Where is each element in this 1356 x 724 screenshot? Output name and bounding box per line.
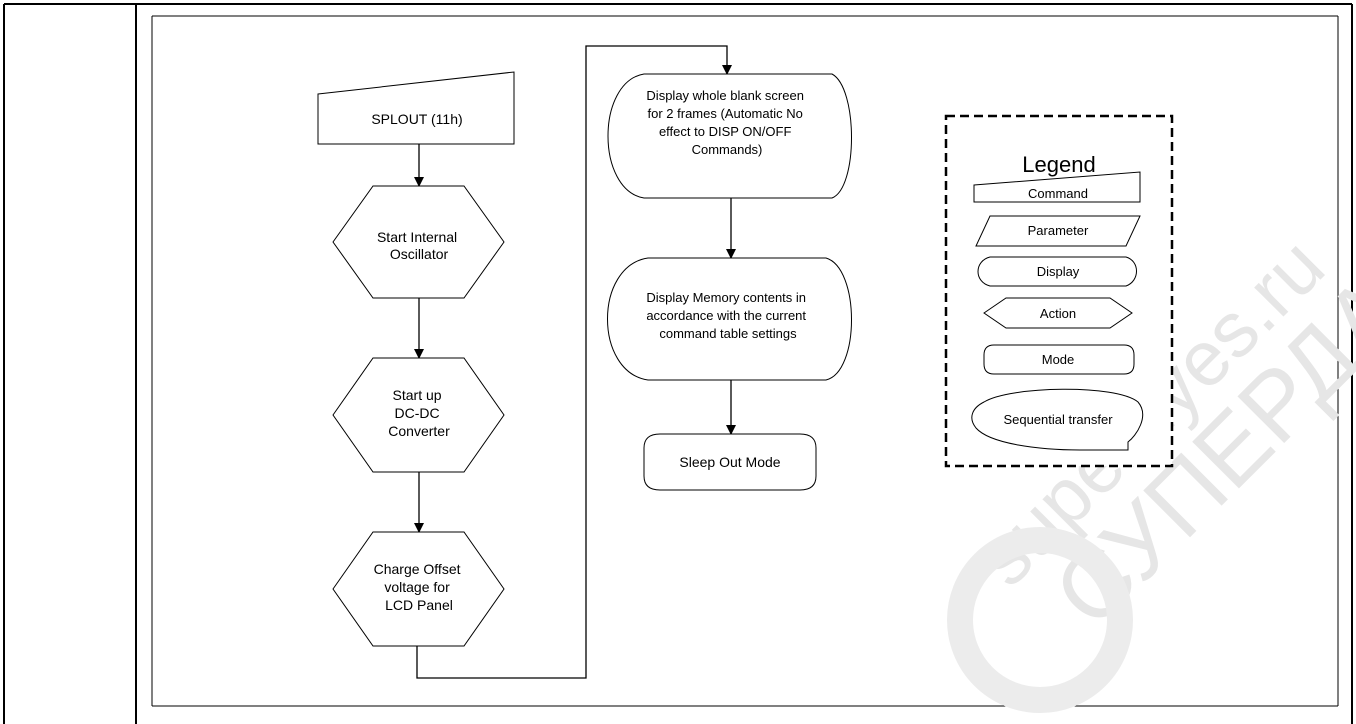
- action-charge-offset: Charge Offset voltage for LCD Panel: [332, 531, 505, 647]
- gear-watermark-icon: [947, 527, 1133, 713]
- legend-display-shape: [977, 256, 1137, 287]
- legend-mode-label: Mode: [1042, 352, 1075, 367]
- legend-title: Legend: [1022, 152, 1095, 177]
- action-charge-line-3: LCD Panel: [385, 597, 453, 613]
- action-start-dcdc: Start up DC-DC Converter: [332, 357, 505, 473]
- display-memory-line-1: Display Memory contents in: [646, 290, 806, 305]
- svg-text:Start Internal Oscillato: Start Internal Oscillator: [377, 229, 461, 262]
- legend-command-shape: [973, 171, 1141, 203]
- display-blank-line-3: effect to DISP ON/OFF: [659, 124, 792, 139]
- action-oscillator-line-2: Oscillator: [390, 246, 449, 262]
- action-dcdc-line-3: Converter: [388, 423, 450, 439]
- legend-mode-shape: [983, 344, 1135, 375]
- svg-text:Start up DC-DC Con: Start up DC-DC Converter: [388, 387, 450, 439]
- command-splout-label: SPLOUT (11h): [371, 111, 462, 127]
- action-oscillator-line-1: Start Internal: [377, 229, 457, 245]
- display-blank-line-1: Display whole blank screen: [646, 88, 804, 103]
- action-dcdc-line-2: DC-DC: [395, 405, 440, 421]
- action-start-oscillator: Start Internal Oscillator: [332, 185, 505, 299]
- legend-action-shape: [983, 297, 1133, 329]
- display-memory-line-3: command table settings: [659, 326, 797, 341]
- legend-sequential-shape: [971, 388, 1144, 451]
- action-charge-line-1: Charge Offset: [374, 561, 461, 577]
- legend-command-label: Command: [1028, 186, 1088, 201]
- svg-text:Display Memory contents in: Display Memory contents in accordance wi…: [646, 290, 809, 341]
- legend-sequential-label: Sequential transfer: [1003, 412, 1113, 427]
- mode-sleep-out-label: Sleep Out Mode: [679, 454, 780, 470]
- display-memory-contents: Display Memory contents in accordance wi…: [607, 257, 852, 381]
- legend-display-label: Display: [1037, 264, 1080, 279]
- mode-sleep-out: Sleep Out Mode: [643, 433, 817, 491]
- display-blank-line-4: Commands): [692, 142, 763, 157]
- display-blank-line-2: for 2 frames (Automatic No: [648, 106, 803, 121]
- legend-parameter-label: Parameter: [1028, 223, 1089, 238]
- svg-text:Charge Offset voltage fo: Charge Offset voltage for LCD Panel: [374, 561, 465, 613]
- svg-text:Display whole blank screen: Display whole blank screen for 2 frames …: [646, 88, 807, 157]
- action-dcdc-line-1: Start up: [393, 387, 442, 403]
- action-charge-line-2: voltage for: [384, 579, 450, 595]
- legend-action-label: Action: [1040, 306, 1076, 321]
- display-blank-screen: Display whole blank screen for 2 frames …: [607, 73, 852, 199]
- display-memory-line-2: accordance with the current: [646, 308, 806, 323]
- legend: Legend Command Parameter Display Action …: [944, 114, 1174, 468]
- legend-parameter-shape: [975, 215, 1141, 247]
- connector-arrow: [416, 45, 732, 679]
- command-splout: SPLOUT (11h): [317, 71, 515, 145]
- page-frame: [3, 3, 1353, 724]
